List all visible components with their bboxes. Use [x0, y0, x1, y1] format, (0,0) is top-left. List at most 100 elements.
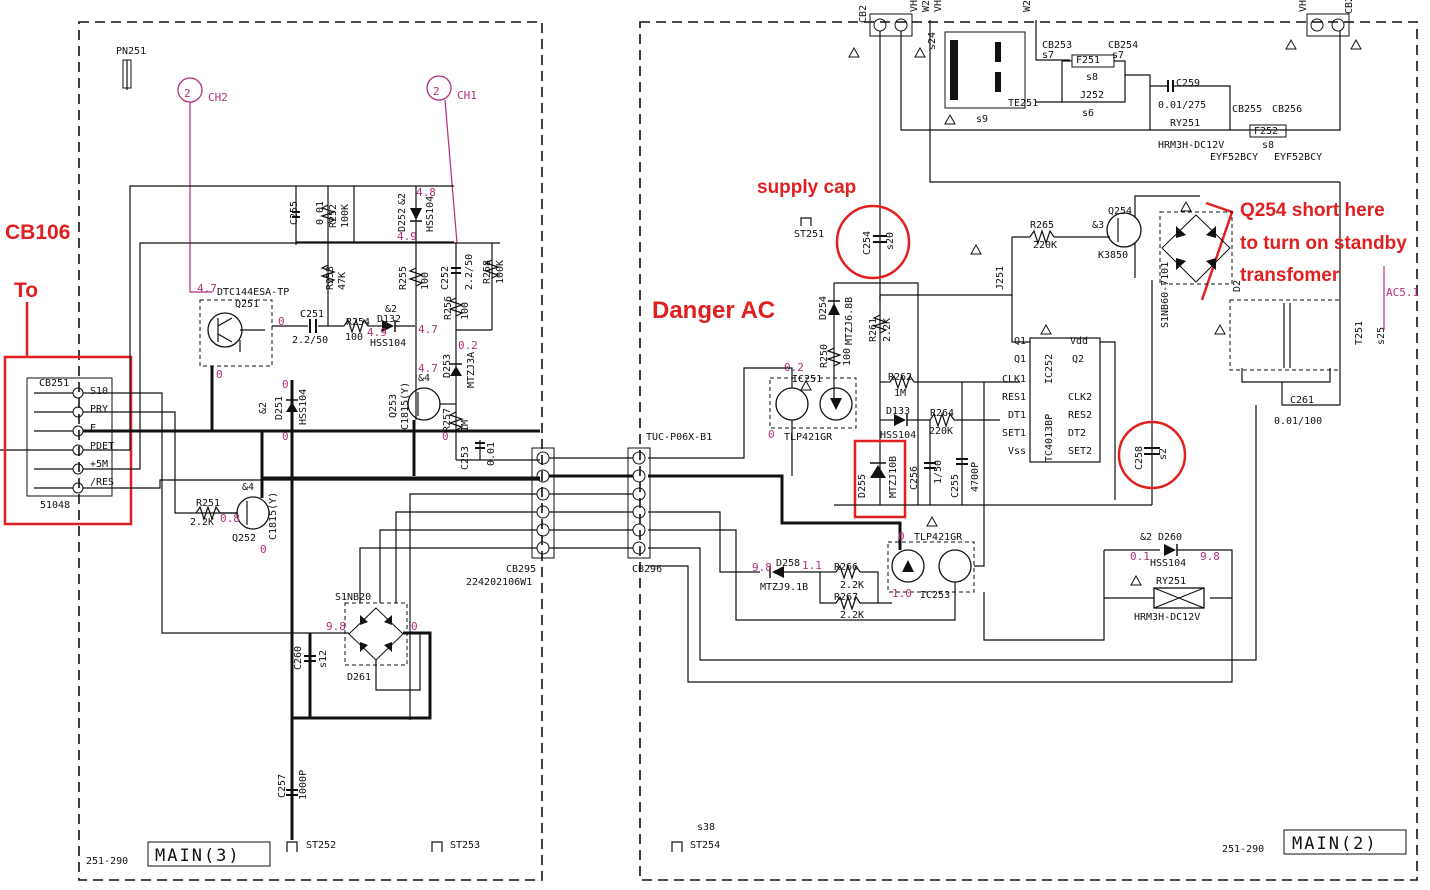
r264-val: 220K — [929, 426, 953, 437]
d254-val: MTZJ6.8B — [844, 297, 855, 345]
cb296-body — [627, 447, 651, 559]
d253-ref: D253 — [442, 354, 453, 378]
ic252-pin-res1: RES1 — [1002, 392, 1026, 403]
c258-val: s2 — [1158, 448, 1169, 460]
c253-val: 0.01 — [486, 442, 497, 466]
ac51-label: AC5.1 — [1386, 286, 1419, 299]
q253-v: 4.7 — [418, 362, 438, 375]
cb251-pin-label-s10: S10 — [90, 386, 108, 397]
c260-ref: C260 — [293, 646, 304, 670]
d132-mark: &2 — [385, 304, 397, 315]
d253-v: 0.2 — [458, 339, 478, 352]
ic252-pin-res2: RES2 — [1068, 410, 1092, 421]
r255-ref: R255 — [398, 266, 409, 290]
c257-val: 1000P — [298, 770, 309, 800]
d260-v-l: 0.1 — [1130, 550, 1150, 563]
panel-main3-code: 251-290 — [86, 856, 128, 867]
c255b-val: 4700P — [970, 462, 981, 492]
w25-label-2: W25 — [1022, 0, 1033, 12]
d261-v-l: 9.8 — [326, 620, 346, 633]
warning-icon — [800, 38, 1362, 586]
danger-ac-label: Danger AC — [652, 297, 775, 324]
q251-v-out: 0 — [278, 315, 285, 328]
d261-bridge — [348, 607, 404, 661]
r262-body — [889, 374, 915, 390]
ic251-outline — [769, 377, 857, 429]
r265-val: 220K — [1033, 240, 1057, 251]
st254-label: ST254 — [690, 840, 720, 851]
s1nb20-label: S1NB20 — [335, 592, 371, 603]
r262-ref: R262 — [888, 372, 912, 383]
r256-ref: R256 — [443, 296, 454, 320]
r250-ref: R250 — [819, 344, 830, 368]
ic252-pin-clk2: CLK2 — [1068, 392, 1092, 403]
d261-v-r: 0 — [411, 620, 418, 633]
f252-val: s8 — [1262, 140, 1274, 151]
r261-ref: R261 — [868, 318, 879, 342]
ry251-top-val: HRM3H-DC12V — [1158, 140, 1224, 151]
ic251-ref: IC251 — [792, 374, 822, 385]
wire-pdet — [83, 185, 454, 451]
r251-ref: R251 — [196, 498, 220, 509]
d132-body — [382, 320, 394, 332]
q253-type: C1815(Y) — [400, 382, 411, 430]
d252-val: HSS104 — [425, 196, 436, 232]
q253-mark: &4 — [418, 373, 430, 384]
wire-5m — [83, 242, 500, 470]
cb254-val: s7 — [1112, 50, 1124, 61]
wire-s10 — [83, 392, 292, 634]
cb106-label: CB106 — [5, 221, 70, 244]
r250-body — [826, 347, 842, 367]
f251-ref: F251 — [1076, 55, 1100, 66]
d261-ref: D261 — [347, 672, 371, 683]
r253-val: 47K — [337, 272, 348, 290]
d251-body — [286, 402, 298, 412]
ic252-pin-set1: SET1 — [1002, 428, 1026, 439]
cb106-to-label: To — [14, 279, 38, 302]
cb253-val: s7 — [1042, 50, 1054, 61]
cb251-pin-label-pry: PRY — [90, 404, 108, 415]
d260-ref: D260 — [1158, 532, 1182, 543]
r253-ref: R253 — [325, 266, 336, 290]
q251-type: DTC144ESA-TP — [217, 287, 289, 298]
r264-body — [929, 412, 955, 428]
d252-ref: D252 — [397, 208, 408, 232]
j251-ref: J251 — [995, 266, 1006, 290]
te251-ref: TE251 — [1008, 98, 1038, 109]
c252-ref: C252 — [440, 266, 451, 290]
r266-val: 2.2K — [840, 580, 864, 591]
j252-val: s6 — [1082, 108, 1094, 119]
q251-outline — [199, 299, 273, 367]
t251-ref: T251 — [1354, 321, 1365, 345]
d251-v-bot: 0 — [282, 430, 289, 443]
st253-symbol — [431, 841, 443, 852]
s24-label: s24 — [927, 32, 938, 50]
cb251-pin-label-5m: +5M — [90, 459, 108, 470]
r266-ref: R266 — [834, 562, 858, 573]
ry251-bot-val: HRM3H-DC12V — [1134, 612, 1200, 623]
cb251-part: 51048 — [40, 500, 70, 511]
ic253-outline — [887, 541, 975, 593]
q254-mark: &3 — [1092, 220, 1104, 231]
wire-res — [83, 479, 540, 489]
f252-body — [1249, 124, 1287, 138]
r255-val: 100 — [420, 272, 431, 290]
d260-val: HSS104 — [1150, 558, 1186, 569]
d251-val: HSS104 — [298, 389, 309, 425]
q252-ref: Q252 — [232, 533, 256, 544]
cb251-pin-label-res: /RES — [90, 477, 114, 488]
d255-body — [870, 465, 886, 478]
supply-cap-highlight — [835, 204, 911, 280]
r258-body — [484, 259, 500, 279]
r254-body — [343, 318, 369, 334]
d133-ref: D133 — [886, 406, 910, 417]
r267-val: 2.2K — [840, 610, 864, 621]
d2x-label: D2 — [1232, 280, 1243, 292]
q252-v-e: 0 — [260, 543, 267, 556]
q254-body — [1106, 212, 1142, 248]
cb296-part: TUC-P06X-B1 — [646, 432, 712, 443]
d253-body — [450, 366, 462, 376]
c253-ref: C253 — [460, 446, 471, 470]
q253-v-c: 0 — [442, 430, 449, 443]
ic252-pin-vss: Vss — [1008, 446, 1026, 457]
